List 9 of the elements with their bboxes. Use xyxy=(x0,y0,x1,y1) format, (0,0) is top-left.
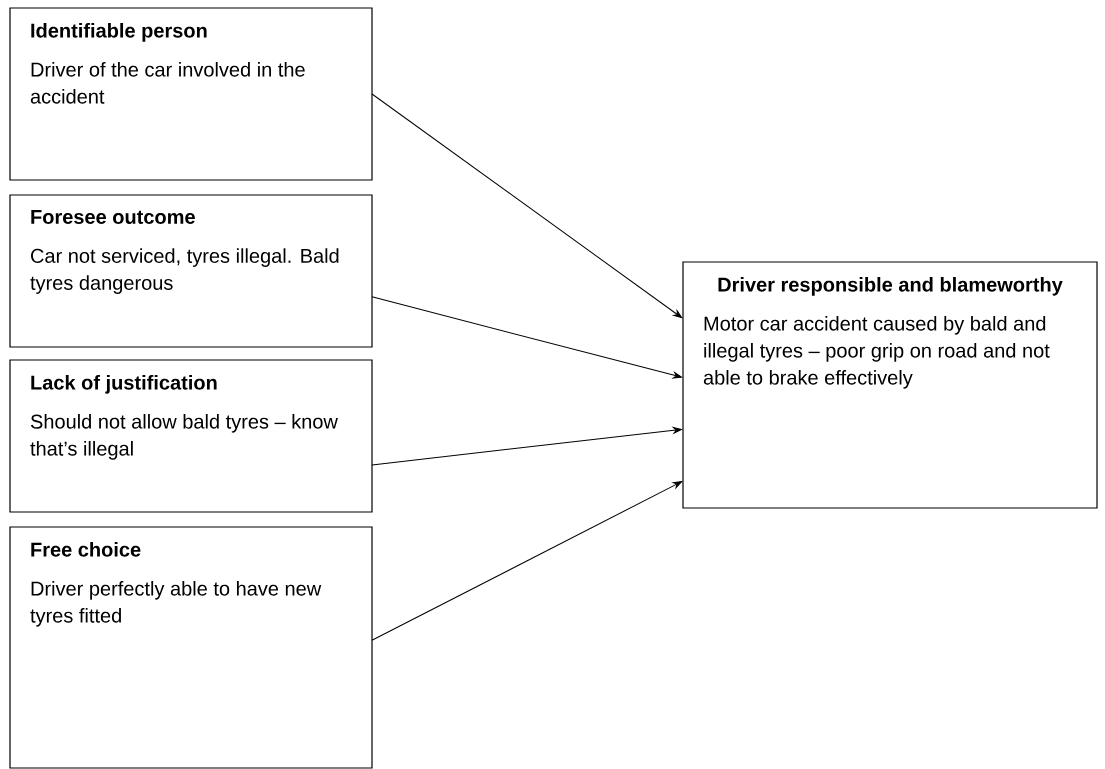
text-box: Foresee outcome Car not serviced, tyres illegal. Bald tyres dangerous xyxy=(9,194,373,348)
arrow xyxy=(371,93,683,319)
arrow xyxy=(371,481,683,641)
text-box: Identifiable person Driver of the car involved in the accident xyxy=(9,7,373,181)
text-box: Lack of justification Should not allow bald tyres – know that’s illegal xyxy=(9,359,373,513)
text-box: Free choice Driver perfectly able to have new tyres fitted xyxy=(9,526,373,769)
arrow xyxy=(371,296,683,379)
arrow xyxy=(371,426,683,466)
text-box: Driver responsible and blameworthy Motor car accident caused by bald and illegal tyres – poor grip on road and not able to brake effectively xyxy=(682,261,1098,509)
